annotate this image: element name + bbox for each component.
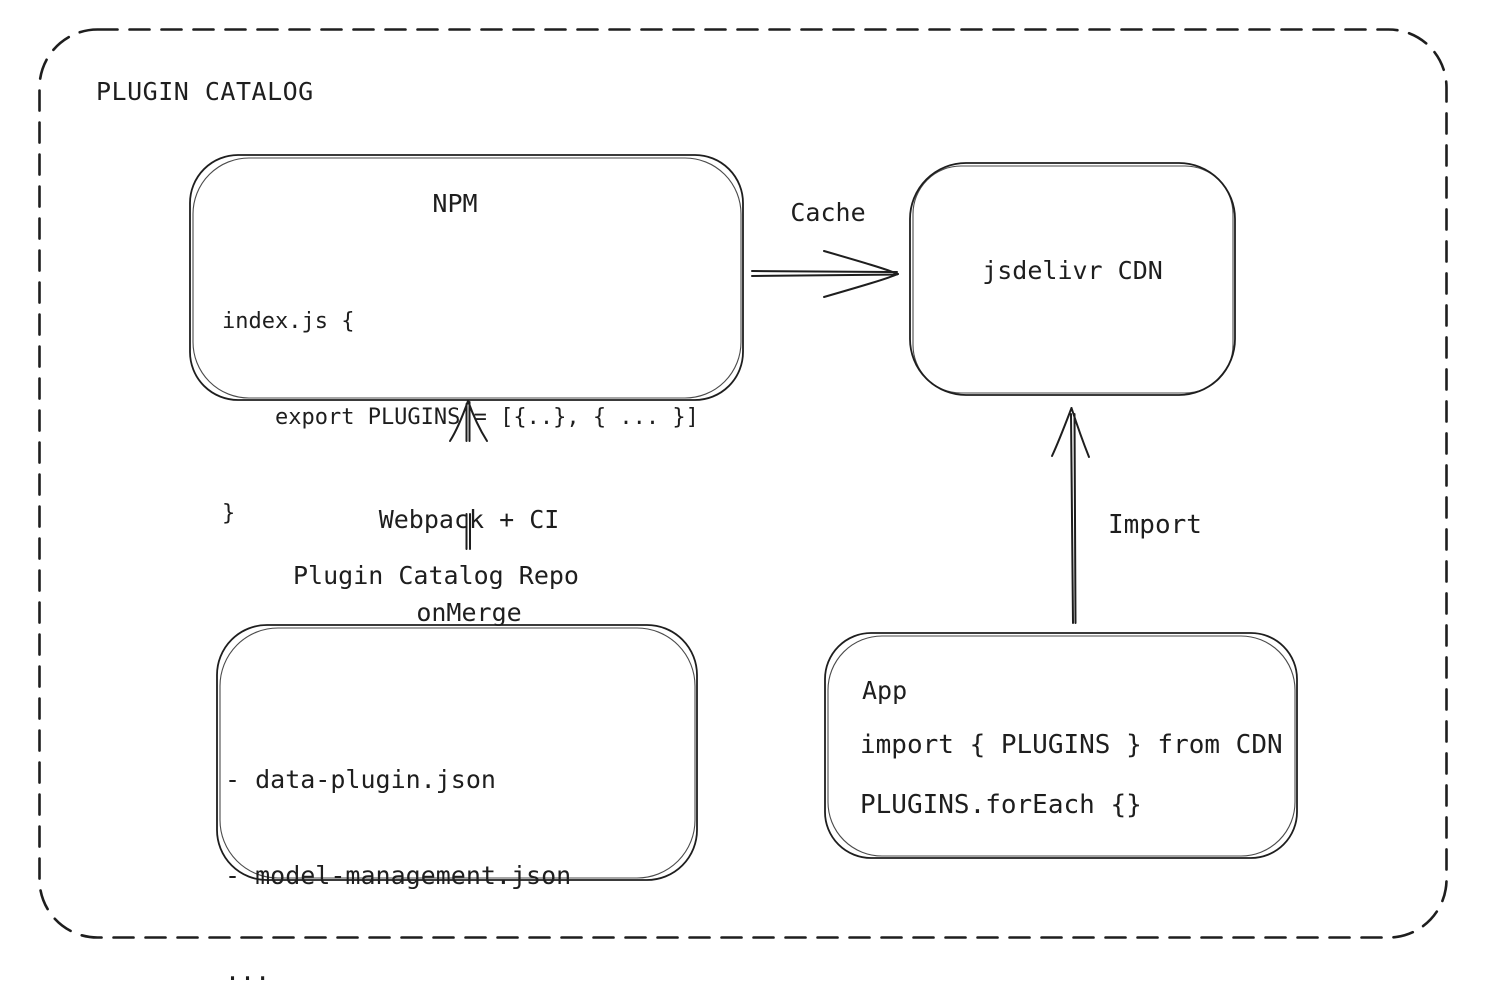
build-edge-label-line2: onMerge	[416, 598, 522, 627]
npm-box	[189, 154, 744, 401]
cache-edge-label: Cache	[790, 198, 866, 227]
build-arrow	[449, 400, 488, 550]
cache-arrow	[751, 250, 899, 298]
build-edge-label-line1: Webpack + CI	[378, 505, 560, 534]
repo-file-item: - model-management.json	[225, 861, 572, 890]
npm-code-line: }	[222, 501, 236, 526]
cdn-box	[909, 162, 1236, 396]
app-code-line: import { PLUGINS } from CDN	[860, 730, 1283, 760]
import-edge-label: Import	[1108, 510, 1202, 540]
npm-node-title: NPM	[432, 189, 478, 218]
repo-file-item: ...	[225, 957, 271, 986]
app-box	[824, 632, 1298, 859]
repo-file-item: - data-plugin.json	[225, 765, 496, 794]
build-edge-label: Webpack + CI onMerge	[334, 442, 604, 690]
repo-file-list: - data-plugin.json - model-management.js…	[225, 700, 571, 1002]
import-arrow	[1051, 407, 1090, 624]
diagram-title: PLUGIN CATALOG	[96, 77, 314, 106]
repo-box	[216, 624, 698, 881]
repo-node-label: Plugin Catalog Repo	[293, 561, 579, 590]
app-node-title: App	[862, 676, 908, 705]
cdn-node-title: jsdelivr CDN	[982, 256, 1163, 285]
npm-code-line: index.js {	[222, 309, 355, 334]
npm-code-block: index.js { export PLUGINS = [{..}, { ...…	[222, 242, 699, 594]
npm-code-line: export PLUGINS = [{..}, { ... }]	[222, 405, 699, 430]
catalog-boundary-box	[38, 28, 1448, 939]
app-code-line: PLUGINS.forEach {}	[860, 790, 1142, 820]
